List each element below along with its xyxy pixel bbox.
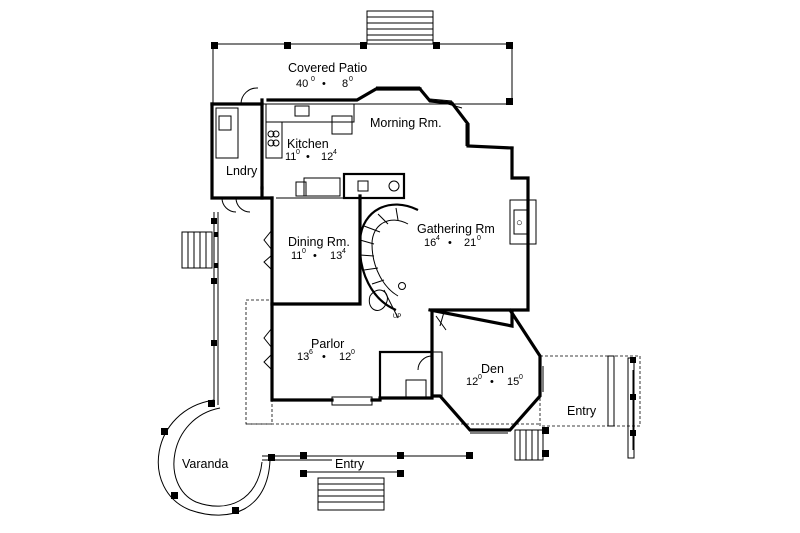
svg-text:0: 0 xyxy=(351,349,355,356)
svg-text:12: 12 xyxy=(321,151,333,163)
svg-text:13: 13 xyxy=(330,250,342,262)
svg-text:•: • xyxy=(313,250,317,262)
left-steps xyxy=(181,231,218,269)
varanda-name: Varanda xyxy=(182,457,228,471)
covered-patio-outline xyxy=(211,42,513,105)
rear-steps xyxy=(366,10,434,45)
dining-room-label: Dining Rm. 11 0 • 13 4 xyxy=(288,235,350,262)
gathering-room-walls: ○ xyxy=(428,146,537,328)
svg-text:0: 0 xyxy=(302,248,306,255)
svg-text:•: • xyxy=(448,237,452,249)
svg-text:4: 4 xyxy=(333,149,337,156)
svg-text:21: 21 xyxy=(464,237,476,249)
front-entry-name: Entry xyxy=(335,457,365,471)
svg-text:0: 0 xyxy=(478,374,482,381)
covered-patio-width: 40 xyxy=(296,78,308,90)
dining-room-name: Dining Rm. xyxy=(288,235,350,249)
svg-text:15: 15 xyxy=(507,376,519,388)
svg-text:12: 12 xyxy=(466,376,478,388)
gathering-room-label: Gathering Rm 16 4 • 21 0 xyxy=(417,222,495,249)
kitchen-walls xyxy=(210,87,422,213)
svg-text:0: 0 xyxy=(519,374,523,381)
covered-patio-depth: 8 xyxy=(342,78,348,90)
svg-text:○: ○ xyxy=(516,217,523,229)
den-label: Den 12 0 • 15 0 xyxy=(466,362,523,388)
svg-text:•: • xyxy=(322,351,326,363)
kitchen-name: Kitchen xyxy=(287,137,329,151)
spiral-stair: UP xyxy=(358,203,419,320)
svg-text:13: 13 xyxy=(297,351,309,363)
svg-text:4: 4 xyxy=(342,248,346,255)
den-name: Den xyxy=(481,362,504,376)
front-entry-porch xyxy=(300,452,473,511)
powder-room xyxy=(342,172,406,200)
parlor-label: Parlor 13 6 • 12 0 xyxy=(297,337,355,363)
svg-text:•: • xyxy=(490,376,494,388)
svg-text:0: 0 xyxy=(349,76,353,83)
kitchen-label: Kitchen 11 0 • 12 4 xyxy=(285,137,337,163)
stair-up-label: UP xyxy=(393,314,401,320)
parlor-name: Parlor xyxy=(311,337,344,351)
svg-text:6: 6 xyxy=(309,349,313,356)
svg-text:12: 12 xyxy=(339,351,351,363)
veranda-outline xyxy=(157,212,540,516)
svg-text:11: 11 xyxy=(285,151,296,163)
gathering-room-name: Gathering Rm xyxy=(417,222,495,236)
side-entry-name: Entry xyxy=(567,404,597,418)
morning-room-bay xyxy=(376,86,514,150)
dining-room-walls xyxy=(263,194,362,306)
covered-patio-label: Covered Patio 40 0 • 8 0 xyxy=(288,61,367,90)
den-walls xyxy=(430,308,544,434)
covered-patio-name: Covered Patio xyxy=(288,61,367,75)
svg-text:16: 16 xyxy=(424,237,436,249)
svg-text:0: 0 xyxy=(296,149,300,156)
svg-text:0: 0 xyxy=(311,76,315,83)
side-entry-porch xyxy=(514,355,641,461)
svg-text:11: 11 xyxy=(291,250,302,262)
svg-text:•: • xyxy=(306,151,310,163)
laundry-name: Lndry xyxy=(226,164,258,178)
svg-text:0: 0 xyxy=(477,235,481,242)
morning-room-name: Morning Rm. xyxy=(370,116,442,130)
svg-text:•: • xyxy=(322,78,326,90)
svg-text:4: 4 xyxy=(436,235,440,242)
